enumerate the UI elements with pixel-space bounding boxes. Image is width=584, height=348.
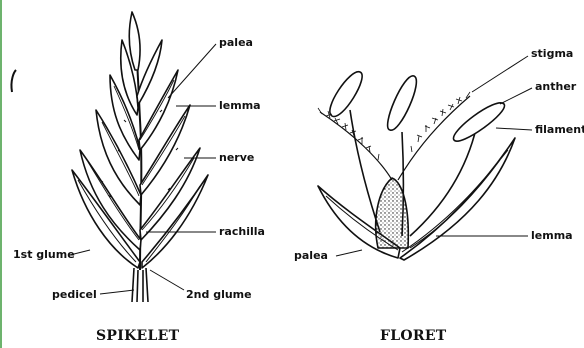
caption-spikelet: SPIKELET	[96, 328, 179, 344]
floret-right-1	[140, 148, 200, 240]
label-first-glume: 1st glume	[13, 249, 75, 261]
label-floret-lemma: lemma	[531, 230, 573, 242]
label-palea: palea	[219, 37, 253, 49]
stray-mark	[11, 70, 16, 92]
label-nerve: nerve	[219, 152, 254, 164]
floret-drawing	[318, 72, 515, 260]
spikelet-drawing	[72, 12, 208, 302]
caption-floret: FLORET	[380, 328, 447, 344]
anther-left	[330, 72, 362, 117]
label-pedicel: pedicel	[52, 289, 97, 301]
label-second-glume: 2nd glume	[186, 289, 252, 301]
anther-middle	[388, 76, 417, 130]
label-rachilla: rachilla	[219, 226, 265, 238]
label-floret-palea: palea	[294, 250, 328, 262]
label-anther: anther	[535, 81, 576, 93]
filament-left	[350, 110, 380, 232]
apical-floret	[129, 12, 140, 70]
label-stigma: stigma	[531, 48, 573, 60]
pedicel-stalk	[132, 268, 148, 302]
filament-middle	[402, 132, 404, 236]
label-lemma: lemma	[219, 100, 261, 112]
label-filament: filament	[535, 124, 584, 136]
anther-right	[453, 103, 504, 141]
